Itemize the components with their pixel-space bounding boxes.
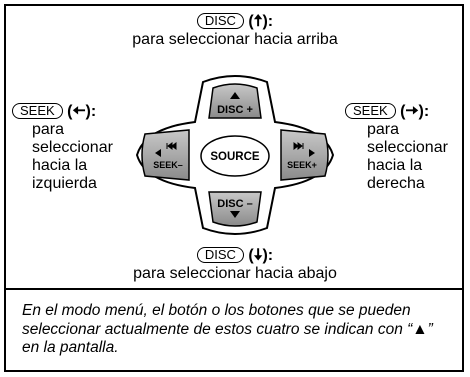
up-arrow-text: (🠅):: [248, 13, 274, 30]
disc-down-button[interactable]: DISC –: [208, 191, 262, 227]
down-arrow-text: (🠇):: [248, 247, 274, 264]
right-arrow-text: (🠆):: [400, 103, 430, 120]
seek-key-label: SEEK: [12, 103, 63, 119]
bottom-caption: DISC (🠇): para seleccionar hacia abajo: [85, 247, 385, 283]
disc-down-label: DISC –: [217, 198, 252, 210]
top-description: para seleccionar hacia arriba: [132, 31, 338, 48]
left-line: para: [32, 121, 65, 138]
top-caption: DISC (🠅): para seleccionar hacia arriba: [85, 13, 385, 49]
right-line: hacia la: [367, 157, 423, 174]
seek-left-button[interactable]: SEEK–: [141, 129, 190, 181]
right-line: para: [367, 121, 400, 138]
right-line: derecha: [367, 175, 425, 192]
disc-key-label: DISC: [196, 247, 244, 263]
left-caption: SEEK (🠄): para seleccionar hacia la izqu…: [12, 103, 142, 193]
source-button[interactable]: SOURCE: [200, 135, 270, 177]
seek-left-label: SEEK–: [153, 160, 183, 170]
control-pad: DISC + DISC – SEEK– SEEK+ SOURCE: [135, 75, 335, 235]
seek-right-label: SEEK+: [287, 160, 317, 170]
bottom-description: para seleccionar hacia abajo: [133, 265, 337, 282]
right-line: seleccionar: [367, 139, 448, 156]
divider: [4, 288, 464, 290]
seek-key-label: SEEK: [345, 103, 396, 119]
left-arrow-text: (🠄):: [67, 103, 97, 120]
left-line: izquierda: [32, 175, 97, 192]
disc-key-label: DISC: [196, 13, 244, 29]
seek-right-button[interactable]: SEEK+: [280, 129, 329, 181]
disc-up-label: DISC +: [217, 104, 253, 116]
page-frame: [4, 4, 464, 372]
left-line: hacia la: [32, 157, 88, 174]
source-label: SOURCE: [210, 151, 260, 163]
left-line: seleccionar: [32, 139, 113, 156]
menu-mode-note: En el modo menú, el botón o los botones …: [22, 302, 433, 356]
disc-up-button[interactable]: DISC +: [208, 83, 262, 119]
right-caption: SEEK (🠆): para seleccionar hacia la dere…: [345, 103, 465, 193]
